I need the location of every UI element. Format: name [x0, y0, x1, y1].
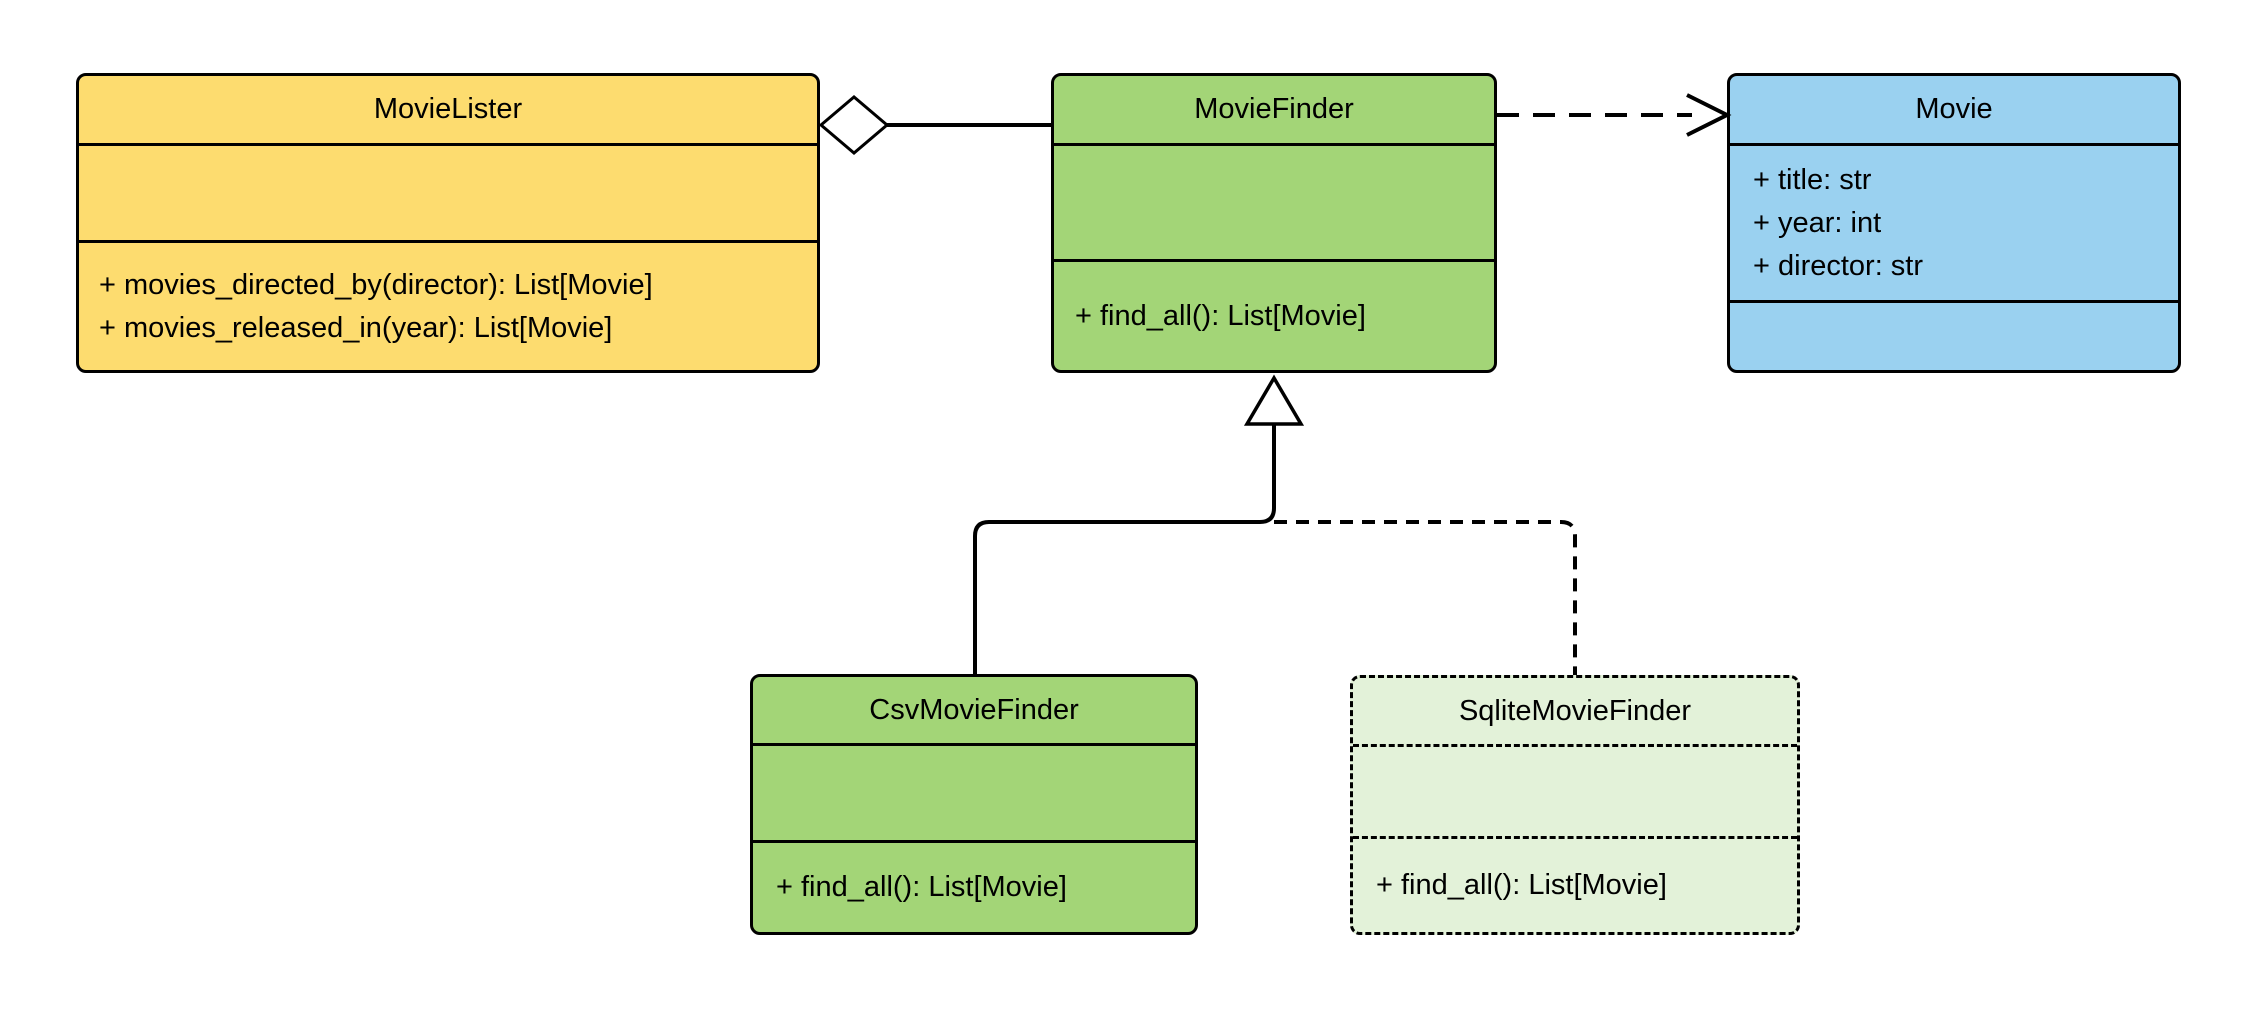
- generalization-sqlitemoviefinder-moviefinder[interactable]: [1274, 520, 1577, 675]
- class-methods-csvmoviefinder: + find_all(): List[Movie]: [753, 843, 1195, 932]
- class-attributes-sqlitemoviefinder: [1353, 747, 1797, 839]
- class-methods-moviefinder: + find_all(): List[Movie]: [1054, 262, 1494, 370]
- method-label: + find_all(): List[Movie]: [1376, 869, 1667, 901]
- class-box-movie[interactable]: Movie + title: str + year: int + directo…: [1727, 73, 2181, 373]
- class-box-moviefinder[interactable]: MovieFinder + find_all(): List[Movie]: [1051, 73, 1497, 373]
- class-title-moviefinder: MovieFinder: [1054, 76, 1494, 146]
- attribute-label: + title: str: [1753, 163, 1872, 196]
- class-box-sqlitemoviefinder[interactable]: SqliteMovieFinder + find_all(): List[Mov…: [1350, 675, 1800, 935]
- class-title-movie: Movie: [1730, 76, 2178, 146]
- class-box-csvmoviefinder[interactable]: CsvMovieFinder + find_all(): List[Movie]: [750, 674, 1198, 935]
- open-arrowhead-icon: [1686, 93, 1732, 137]
- aggregation-movielister-moviefinder[interactable]: [818, 95, 1051, 155]
- method-label: + movies_directed_by(director): List[Mov…: [99, 268, 653, 301]
- class-methods-movielister: + movies_directed_by(director): List[Mov…: [79, 243, 817, 370]
- method-label: + movies_released_in(year): List[Movie]: [99, 311, 613, 344]
- method-label: + find_all(): List[Movie]: [1075, 299, 1366, 332]
- class-methods-sqlitemoviefinder: + find_all(): List[Movie]: [1353, 839, 1797, 932]
- class-attributes-movielister: [79, 146, 817, 243]
- attribute-label: + director: str: [1753, 249, 1924, 282]
- class-attributes-movie: + title: str + year: int + director: str: [1730, 146, 2178, 303]
- generalization-csvmoviefinder-moviefinder[interactable]: [973, 374, 1305, 674]
- class-title-csvmoviefinder: CsvMovieFinder: [753, 677, 1195, 746]
- attribute-label: + year: int: [1753, 206, 1882, 239]
- hollow-triangle-icon: [1243, 374, 1305, 426]
- generalization-dashed-line: [1274, 520, 1577, 675]
- class-methods-movie: [1730, 303, 2178, 370]
- class-attributes-moviefinder: [1054, 146, 1494, 262]
- class-box-movielister[interactable]: MovieLister + movies_directed_by(directo…: [76, 73, 820, 373]
- class-attributes-csvmoviefinder: [753, 746, 1195, 843]
- generalization-line: [973, 424, 1276, 674]
- class-title-sqlitemoviefinder: SqliteMovieFinder: [1353, 678, 1797, 747]
- class-title-movielister: MovieLister: [79, 76, 817, 146]
- aggregation-diamond-icon: [818, 95, 890, 155]
- method-label: + find_all(): List[Movie]: [776, 871, 1067, 903]
- dependency-moviefinder-movie[interactable]: [1497, 93, 1732, 137]
